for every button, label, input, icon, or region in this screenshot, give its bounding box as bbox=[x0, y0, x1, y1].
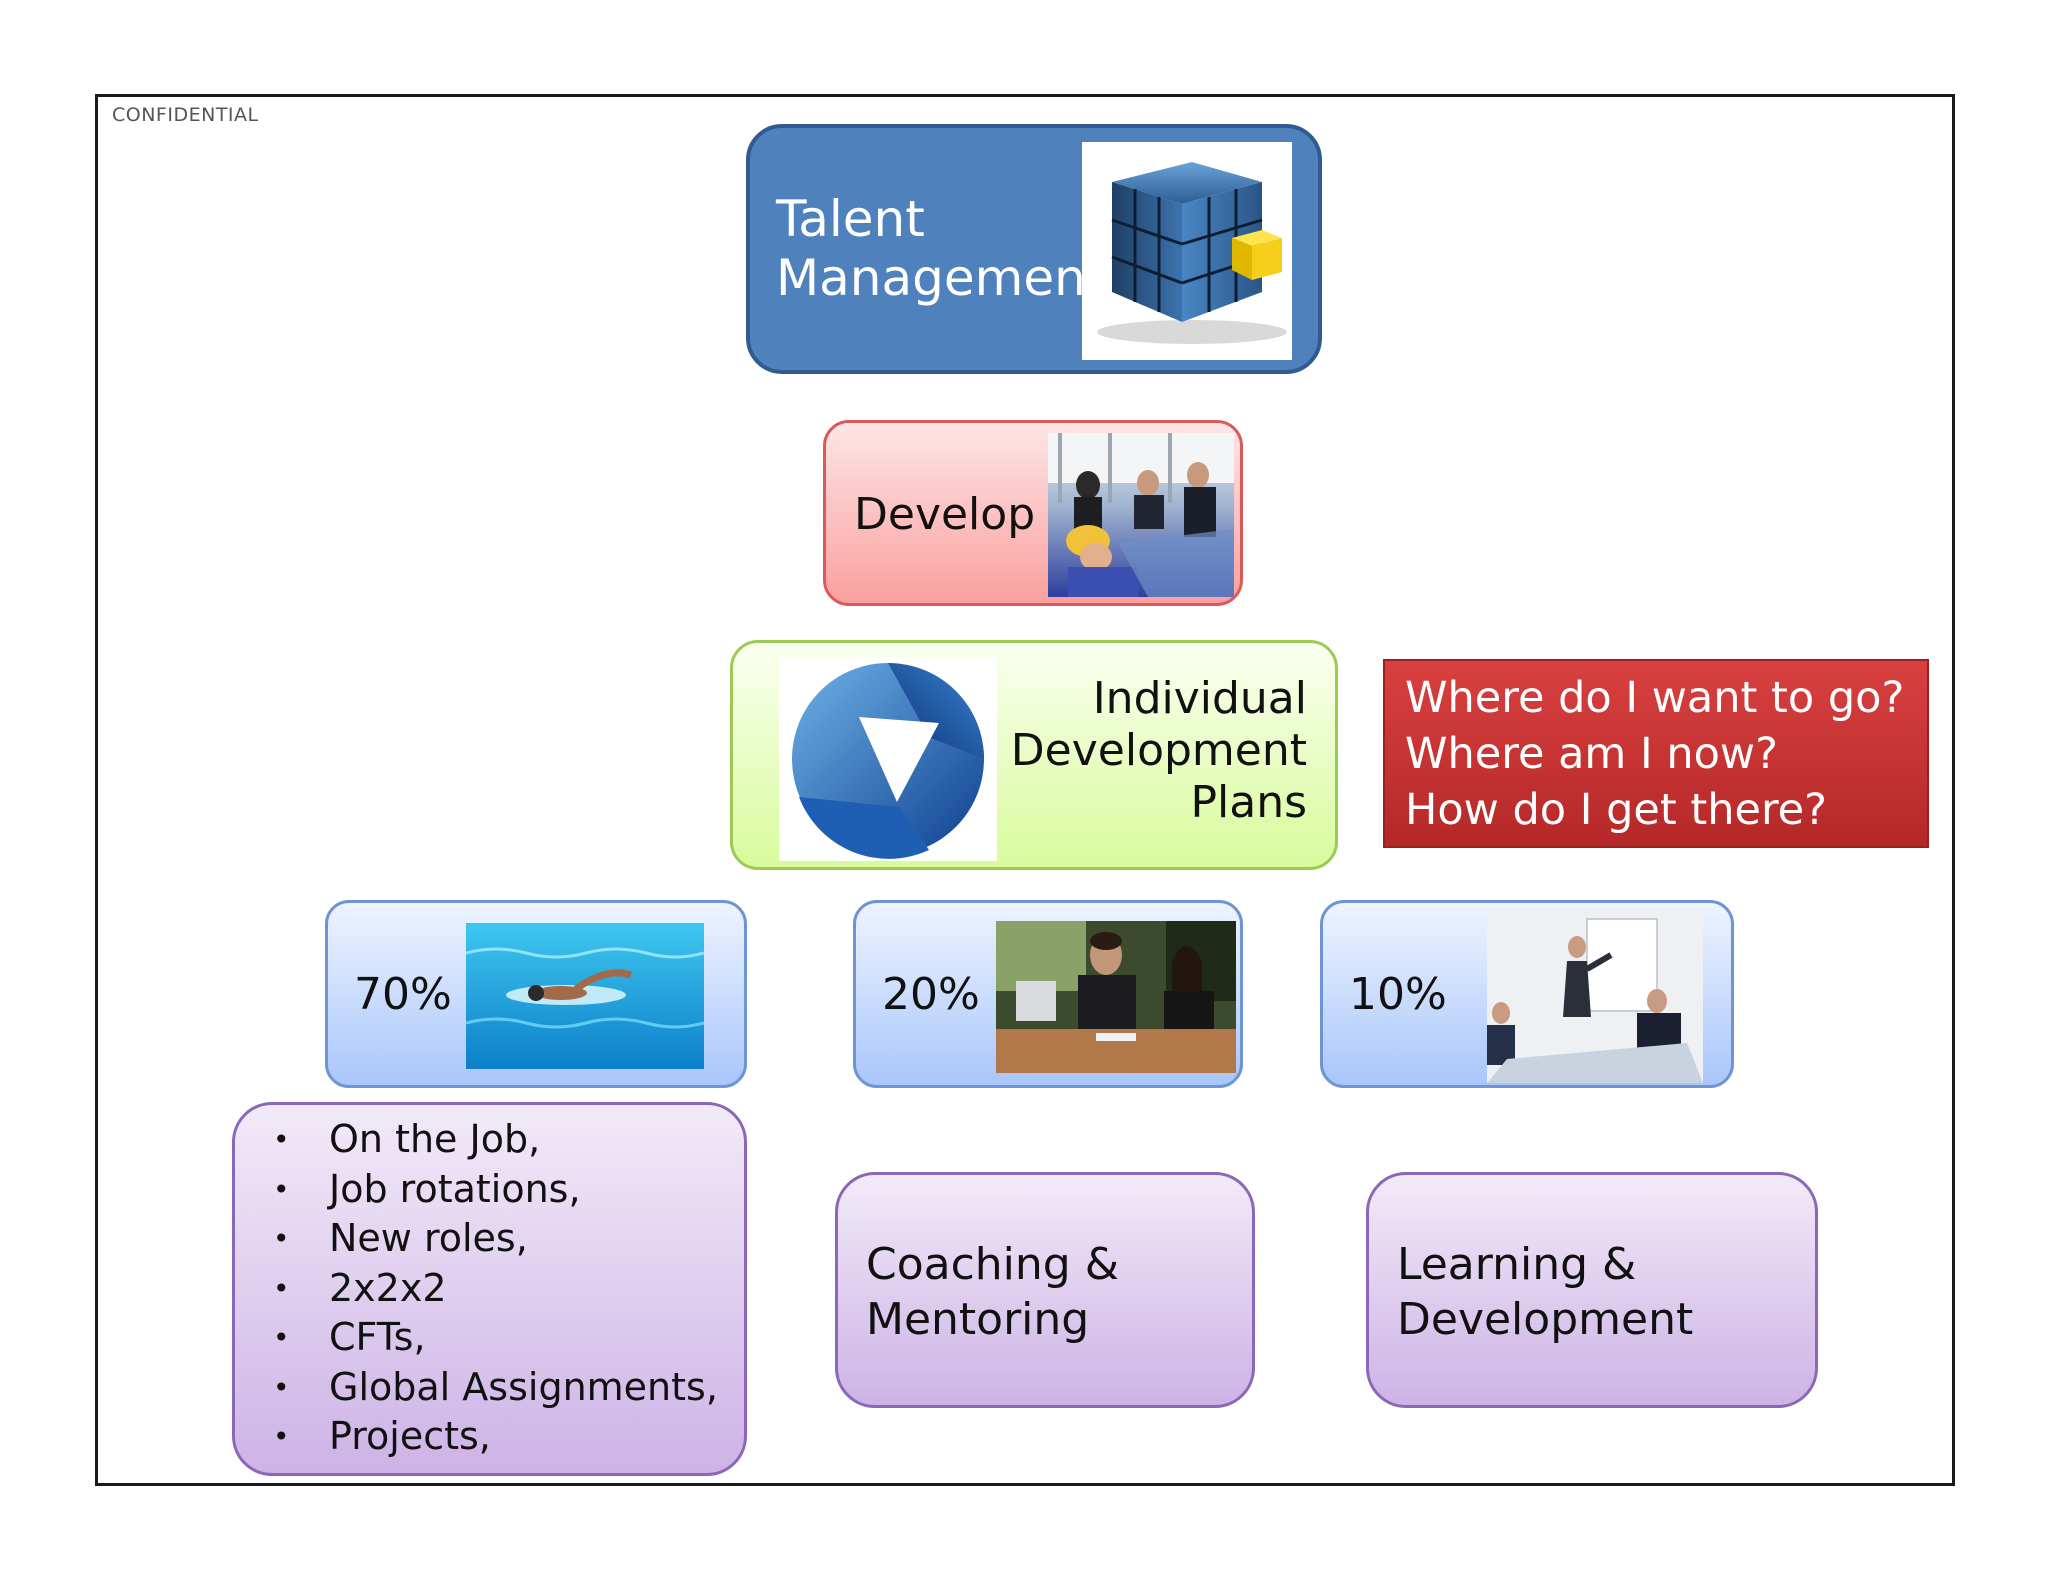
list-item: •2x2x2 bbox=[273, 1265, 447, 1310]
learning-development-box: Learning & Development bbox=[1366, 1172, 1818, 1408]
list-item: •New roles, bbox=[273, 1216, 528, 1260]
slide-frame bbox=[95, 94, 1955, 1486]
list-item: •Global Assignments, bbox=[273, 1364, 718, 1409]
percent-box-10: 10% bbox=[1320, 900, 1734, 1088]
idp-box: Individual Development Plans bbox=[730, 640, 1338, 870]
activities-list: •On the Job, •Job rotations, •New roles,… bbox=[273, 1115, 718, 1462]
coaching-mentoring-box: Coaching & Mentoring bbox=[835, 1172, 1255, 1408]
questions-box: Where do I want to go? Where am I now? H… bbox=[1383, 659, 1929, 848]
percent-box-70: 70% bbox=[325, 900, 747, 1088]
percent-label: 20% bbox=[882, 969, 980, 1020]
learning-label: Learning & Development bbox=[1397, 1239, 1694, 1345]
team-meeting-image bbox=[1048, 433, 1234, 597]
on-the-job-box: •On the Job, •Job rotations, •New roles,… bbox=[232, 1102, 747, 1476]
list-item: •Projects, bbox=[273, 1414, 491, 1458]
percent-label: 10% bbox=[1349, 969, 1447, 1020]
office-meeting-image bbox=[996, 921, 1236, 1073]
talent-management-box: Talent Management bbox=[746, 124, 1322, 374]
presentation-image bbox=[1487, 909, 1703, 1083]
idp-title: Individual Development Plans bbox=[1010, 673, 1307, 828]
list-item: •On the Job, bbox=[273, 1117, 541, 1161]
swirl-logo-image bbox=[779, 657, 997, 861]
cube-image bbox=[1082, 142, 1292, 360]
coaching-label: Coaching & Mentoring bbox=[866, 1239, 1120, 1345]
list-item: •CFTs, bbox=[273, 1315, 426, 1359]
swimmer-image bbox=[465, 923, 705, 1069]
confidential-label: CONFIDENTIAL bbox=[112, 104, 259, 126]
develop-box: Develop bbox=[823, 420, 1243, 606]
percent-box-20: 20% bbox=[853, 900, 1243, 1088]
percent-label: 70% bbox=[354, 969, 452, 1020]
talent-management-title: Talent Management bbox=[776, 190, 1106, 307]
questions-text: Where do I want to go? Where am I now? H… bbox=[1405, 673, 1905, 835]
list-item: •Job rotations, bbox=[273, 1166, 581, 1211]
develop-label: Develop bbox=[854, 489, 1036, 540]
